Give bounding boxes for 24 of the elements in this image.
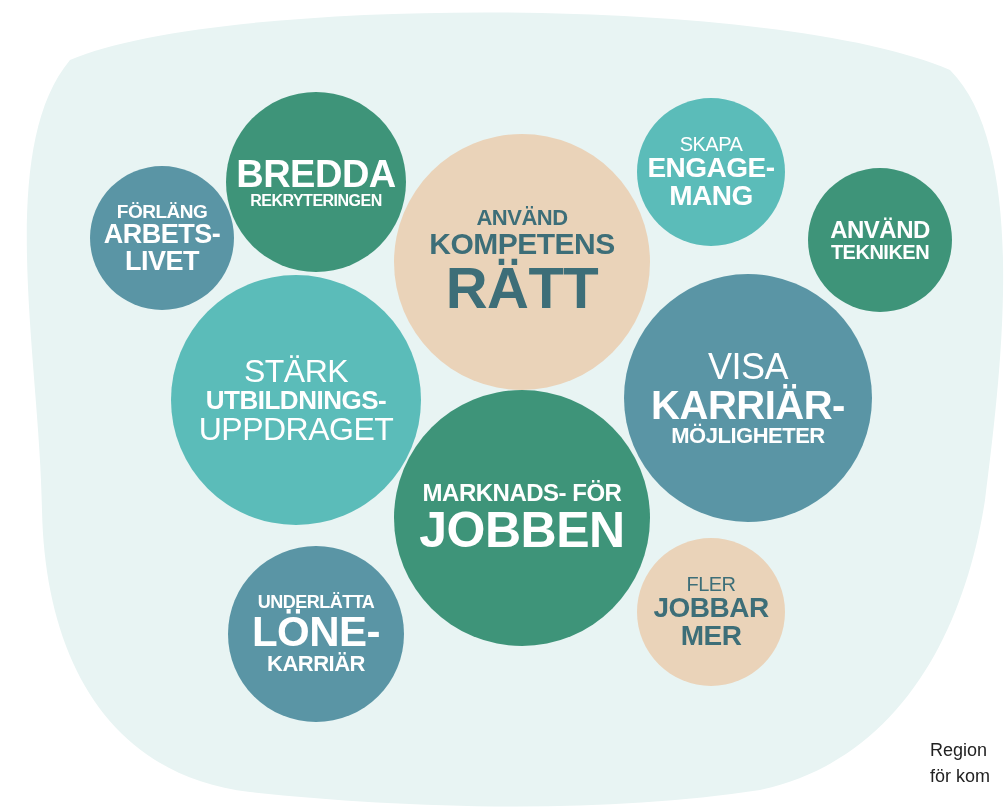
- source-note: för kom: [930, 766, 990, 787]
- bubble-text: UPPDRAGET: [198, 413, 394, 445]
- bubble-text: ENGAGE- MANG: [647, 154, 775, 210]
- bubble-text: SKAPA: [679, 134, 743, 154]
- bubble-text: UTBILDNINGS-: [205, 387, 387, 413]
- bubble-text: BREDDA: [236, 155, 396, 193]
- bubble-text: JOBBEN: [419, 505, 625, 555]
- bubble-text: MÖJLIGHETER: [671, 425, 825, 447]
- bubble-text: REKRYTERINGEN: [250, 193, 382, 209]
- source-note: Region: [930, 740, 988, 761]
- bubble-text: RÄTT: [445, 259, 599, 317]
- bubble-text: FLER: [686, 574, 736, 594]
- bubble-text: JOBBAR MER: [652, 594, 770, 650]
- bubble-text: ANVÄND: [830, 218, 930, 242]
- bubble-text: ANVÄND: [476, 207, 568, 229]
- bubble-text: VISA: [707, 349, 788, 385]
- bubble-text: KARRIÄR: [267, 653, 365, 675]
- bubble-text: MARKNADS- FÖR: [422, 481, 622, 505]
- bubble-text: LÖNE-: [251, 611, 381, 653]
- bubble-text: KOMPETENS: [429, 229, 615, 259]
- bubble-text: STÄRK: [243, 355, 349, 387]
- bubble-text: ARBETS- LIVET: [102, 220, 222, 275]
- bubble-text: FÖRLÄNG: [116, 201, 208, 221]
- bubble-text: TEKNIKEN: [830, 242, 930, 262]
